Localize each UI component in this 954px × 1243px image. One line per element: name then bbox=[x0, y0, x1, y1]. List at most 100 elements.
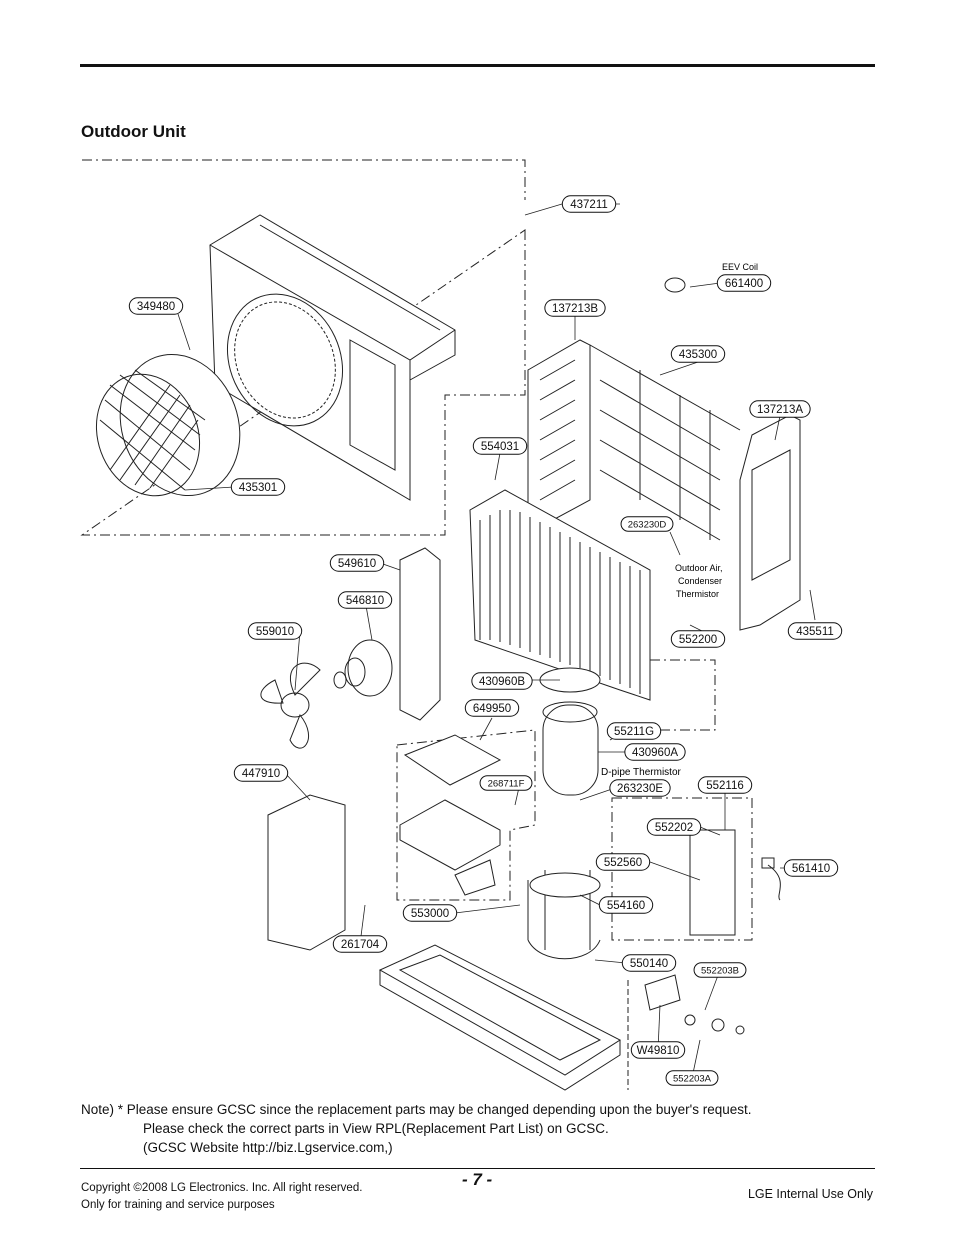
callout-561410: 561410 bbox=[783, 859, 839, 877]
callout-text: W49810 bbox=[637, 1045, 680, 1057]
callout-text: 137213B bbox=[552, 303, 598, 315]
callout-546810: 546810 bbox=[337, 591, 393, 609]
callout-text: 661400 bbox=[725, 278, 763, 290]
callout-bubble bbox=[749, 400, 811, 418]
motor-bracket-drawing bbox=[399, 547, 441, 721]
eev-coil-annotation: EEV Coil bbox=[722, 262, 758, 272]
callout-bubble bbox=[665, 1070, 719, 1086]
copyright: Copyright ©2008 LG Electronics. Inc. All… bbox=[81, 1180, 362, 1214]
dpipe-annotation: D-pipe Thermistor bbox=[601, 767, 682, 778]
callout-text: 553000 bbox=[411, 908, 449, 920]
callout-bubble bbox=[787, 622, 843, 640]
condenser-pipe-outline bbox=[650, 659, 716, 731]
outdoor-air-annotation-1: Outdoor Air, bbox=[675, 563, 723, 573]
electrical-group-outline bbox=[396, 729, 536, 901]
callout-text: 435511 bbox=[796, 626, 834, 638]
callout-bubble bbox=[230, 478, 286, 496]
callout-text: 349480 bbox=[137, 301, 175, 313]
callout-447910: 447910 bbox=[233, 764, 289, 782]
sensor-cable bbox=[767, 864, 781, 901]
callout-text: 430960A bbox=[632, 747, 678, 759]
callout-text: 554160 bbox=[607, 900, 645, 912]
callout-text: 430960B bbox=[479, 676, 525, 688]
callout-549610: 549610 bbox=[329, 554, 385, 572]
callout-552202: 552202 bbox=[646, 818, 702, 836]
callout-bubble bbox=[247, 622, 303, 640]
header-rule bbox=[80, 64, 875, 67]
callout-263230e: 263230E bbox=[609, 779, 671, 797]
callout-text: 552200 bbox=[679, 634, 717, 646]
callout-w49810: W49810 bbox=[630, 1041, 686, 1059]
page-title: Outdoor Unit bbox=[81, 122, 186, 141]
page-number: - 7 - bbox=[462, 1170, 493, 1189]
callout-text: 268711F bbox=[488, 778, 525, 789]
callout-437211: 437211 bbox=[561, 195, 617, 213]
propeller-fan-drawing bbox=[260, 662, 321, 749]
callout-text: 546810 bbox=[346, 595, 384, 607]
callout-text: 561410 bbox=[792, 863, 830, 875]
callout-bubble bbox=[783, 859, 839, 877]
callout-text: 552203B bbox=[701, 965, 739, 976]
partition-plate-drawing bbox=[267, 794, 346, 951]
callout-text: 437211 bbox=[570, 199, 608, 211]
callout-550140: 550140 bbox=[621, 954, 677, 972]
callout-bubble bbox=[544, 299, 606, 317]
callout-137213b: 137213B bbox=[544, 299, 606, 317]
callout-text: 549610 bbox=[338, 558, 376, 570]
valve-group-outline bbox=[611, 797, 753, 941]
callout-bubble bbox=[337, 591, 393, 609]
callout-349480: 349480 bbox=[128, 297, 184, 315]
callout-text: 552202 bbox=[655, 822, 693, 834]
callout-bubble bbox=[693, 962, 747, 978]
callout-55211g: 55211G bbox=[606, 722, 662, 740]
callout-bubble bbox=[670, 630, 726, 648]
callout-552116: 552116 bbox=[697, 776, 753, 794]
callout-552200: 552200 bbox=[670, 630, 726, 648]
callout-430960a: 430960A bbox=[624, 743, 686, 761]
callout-bubble bbox=[620, 516, 674, 532]
callout-text: 447910 bbox=[242, 768, 280, 780]
callout-text: 649950 bbox=[473, 703, 511, 715]
note-line-1: Note) * Please ensure GCSC since the rep… bbox=[81, 1102, 752, 1117]
callout-bubble bbox=[606, 722, 662, 740]
callout-552203b: 552203B bbox=[693, 962, 747, 978]
fan-motor-drawing bbox=[333, 639, 393, 697]
callout-layer: 437211 349480 435301 137213B 661400 435300 137… bbox=[128, 195, 843, 1086]
callout-text: 435300 bbox=[679, 349, 717, 361]
rear-frame-drawing bbox=[527, 339, 741, 541]
callout-553000: 553000 bbox=[402, 904, 458, 922]
note-block: Note) * Please ensure GCSC since the rep… bbox=[81, 1100, 751, 1157]
outdoor-air-annotation-3: Thermistor bbox=[676, 589, 719, 599]
callout-552203a: 552203A bbox=[665, 1070, 719, 1086]
callout-268711f: 268711F bbox=[479, 775, 533, 791]
fan-grille-drawing bbox=[95, 353, 241, 497]
control-box-drawing bbox=[399, 734, 502, 896]
callout-552560: 552560 bbox=[595, 853, 651, 871]
callout-bubble bbox=[621, 954, 677, 972]
callout-bubble bbox=[329, 554, 385, 572]
callout-text: 552203A bbox=[673, 1073, 712, 1084]
callout-bubble bbox=[595, 853, 651, 871]
callout-bubble bbox=[624, 743, 686, 761]
callout-text: 435301 bbox=[239, 482, 277, 494]
callout-text: 263230D bbox=[628, 519, 667, 530]
sensor-drawing bbox=[761, 857, 775, 869]
note-line-2: Please check the correct parts in View R… bbox=[143, 1121, 609, 1136]
callout-bubble bbox=[697, 776, 753, 794]
callout-435301: 435301 bbox=[230, 478, 286, 496]
callout-bubble bbox=[670, 345, 726, 363]
callout-text: 261704 bbox=[341, 939, 380, 951]
callout-261704: 261704 bbox=[332, 935, 388, 953]
note-line-3: (GCSC Website http://biz.Lgservice.com,) bbox=[143, 1140, 393, 1155]
callout-bubble bbox=[716, 274, 772, 292]
base-pan-drawing bbox=[378, 944, 622, 1091]
condenser-coil-drawing bbox=[469, 489, 651, 701]
callout-text: 137213A bbox=[757, 404, 803, 416]
footer-rule bbox=[80, 1168, 875, 1169]
callout-text: 550140 bbox=[630, 958, 668, 970]
callout-bubble bbox=[479, 775, 533, 791]
callout-bubble bbox=[561, 195, 617, 213]
compressor-drawing bbox=[527, 667, 601, 960]
callout-bubble bbox=[609, 779, 671, 797]
callout-559010: 559010 bbox=[247, 622, 303, 640]
